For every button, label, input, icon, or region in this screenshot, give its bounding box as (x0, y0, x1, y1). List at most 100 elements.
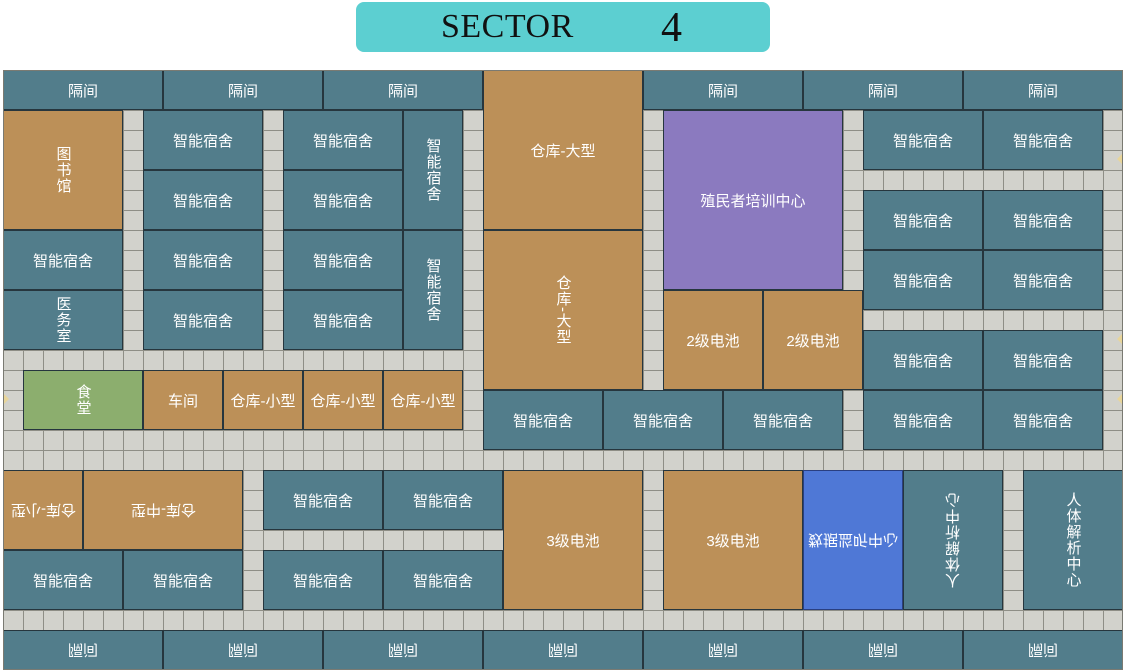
smart-dorm: 智能宿舍 (863, 390, 983, 450)
smart-dorm: 智能宿舍 (603, 390, 723, 450)
partition-bottom-4: 隔间 (483, 630, 643, 670)
room-label: 殖民者培训中心 (700, 192, 806, 210)
room-label: 隔间 (227, 82, 258, 100)
medical-room: 医务室 (3, 290, 123, 350)
partition-top-2: 隔间 (163, 70, 323, 110)
sector-number: 4 (661, 5, 682, 51)
partition-top-4: 隔间 (643, 70, 803, 110)
smart-dorm: 智能宿舍 (283, 170, 403, 230)
warehouse-medium-rotated: 仓库-中型 (83, 470, 243, 550)
room-label: 智能宿舍 (172, 252, 233, 270)
partition-top-1: 隔间 (3, 70, 163, 110)
room-label: 隔间 (707, 82, 738, 100)
battery-level-3: 3级电池 (503, 470, 643, 610)
smart-dorm: 智能宿舍 (263, 550, 383, 610)
room-label: 智能宿舍 (152, 572, 213, 590)
sector-title-banner: SECTOR 4 (356, 2, 770, 52)
room-label: 食堂 (74, 384, 92, 416)
room-label: 隔间 (707, 640, 738, 658)
partition-bottom-2: 隔间 (163, 630, 323, 670)
room-label: 隔间 (67, 82, 98, 100)
partition-bottom-5: 隔间 (643, 630, 803, 670)
room-label: 隔间 (867, 82, 898, 100)
room-label: 车间 (167, 392, 198, 410)
smart-dorm: 智能宿舍 (283, 110, 403, 170)
battery-level-2: 2级电池 (663, 290, 763, 390)
smart-dorm-vertical: 智能宿舍 (403, 230, 463, 350)
room-label: 智能宿舍 (312, 252, 373, 270)
smart-dorm: 智能宿舍 (863, 250, 983, 310)
room-label: 智能宿舍 (632, 412, 693, 430)
smart-dorm: 智能宿舍 (983, 190, 1103, 250)
room-label: 隔间 (387, 82, 418, 100)
doorway-marker (1117, 393, 1123, 405)
room-label: 智能宿舍 (424, 258, 442, 322)
room-label: 智能宿舍 (424, 138, 442, 202)
room-label: 智能宿舍 (1012, 212, 1073, 230)
body-analysis-center: 人体解析中心 (1023, 470, 1123, 610)
room-label: 隔间 (67, 640, 98, 658)
colonist-training-center: 殖民者培训中心 (663, 110, 843, 290)
smart-dorm: 智能宿舍 (283, 230, 403, 290)
room-label: 仓库-小型 (390, 392, 456, 410)
smart-dorm: 智能宿舍 (483, 390, 603, 450)
warehouse-small: 仓库-小型 (303, 370, 383, 430)
room-label: 图书馆 (54, 146, 72, 194)
room-label: 2级电池 (686, 332, 740, 350)
partition-top-3: 隔间 (323, 70, 483, 110)
room-label: 隔间 (227, 640, 258, 658)
room-label: 智能宿舍 (1012, 132, 1073, 150)
room-label: 隔间 (1027, 640, 1058, 658)
smart-dorm: 智能宿舍 (143, 230, 263, 290)
warehouse-large: 仓库-大型 (483, 230, 643, 390)
data-monitoring-center: 数据监听中心 (803, 470, 903, 610)
smart-dorm: 智能宿舍 (143, 110, 263, 170)
room-label: 仓库-大型 (554, 275, 572, 345)
room-label: 智能宿舍 (1012, 352, 1073, 370)
partition-bottom-1: 隔间 (3, 630, 163, 670)
smart-dorm: 智能宿舍 (263, 470, 383, 530)
partition-top-5: 隔间 (803, 70, 963, 110)
smart-dorm: 智能宿舍 (983, 250, 1103, 310)
room-label: 仓库-小型 (10, 500, 76, 518)
room-label: 智能宿舍 (892, 272, 953, 290)
warehouse-small: 仓库-小型 (383, 370, 463, 430)
room-label: 智能宿舍 (312, 132, 373, 150)
room-label: 智能宿舍 (1012, 412, 1073, 430)
smart-dorm: 智能宿舍 (383, 470, 503, 530)
sector-title: SECTOR (441, 8, 574, 45)
room-label: 智能宿舍 (32, 572, 93, 590)
room-label: 智能宿舍 (892, 212, 953, 230)
room-label: 3级电池 (706, 532, 760, 550)
partition-top-6: 隔间 (963, 70, 1123, 110)
room-label: 仓库-中型 (130, 500, 196, 518)
room-label: 仓库-小型 (230, 392, 296, 410)
partition-bottom-3: 隔间 (323, 630, 483, 670)
room-label: 医务室 (54, 296, 72, 344)
room-label: 智能宿舍 (292, 572, 353, 590)
room-label: 智能宿舍 (412, 572, 473, 590)
doorway-marker (3, 393, 9, 405)
room-label: 智能宿舍 (892, 132, 953, 150)
canteen-room: 食堂 (23, 370, 143, 430)
room-label: 智能宿舍 (892, 412, 953, 430)
smart-dorm: 智能宿舍 (863, 330, 983, 390)
smart-dorm: 智能宿舍 (863, 110, 983, 170)
room-label: 人体解析中心 (1064, 492, 1082, 588)
smart-dorm: 智能宿舍 (143, 290, 263, 350)
room-label: 智能宿舍 (312, 312, 373, 330)
room-label: 智能宿舍 (892, 352, 953, 370)
room-label: 智能宿舍 (752, 412, 813, 430)
smart-dorm: 智能宿舍 (123, 550, 243, 610)
room-label: 2级电池 (786, 332, 840, 350)
room-label: 仓库-大型 (530, 142, 596, 160)
room-label: 智能宿舍 (1012, 272, 1073, 290)
battery-level-2: 2级电池 (763, 290, 863, 390)
smart-dorm: 智能宿舍 (3, 230, 123, 290)
room-label: 智能宿舍 (412, 492, 473, 510)
partition-bottom-6: 隔间 (803, 630, 963, 670)
room-label: 3级电池 (546, 532, 600, 550)
workshop-room: 车间 (143, 370, 223, 430)
smart-dorm-vertical: 智能宿舍 (403, 110, 463, 230)
smart-dorm: 智能宿舍 (3, 550, 123, 610)
